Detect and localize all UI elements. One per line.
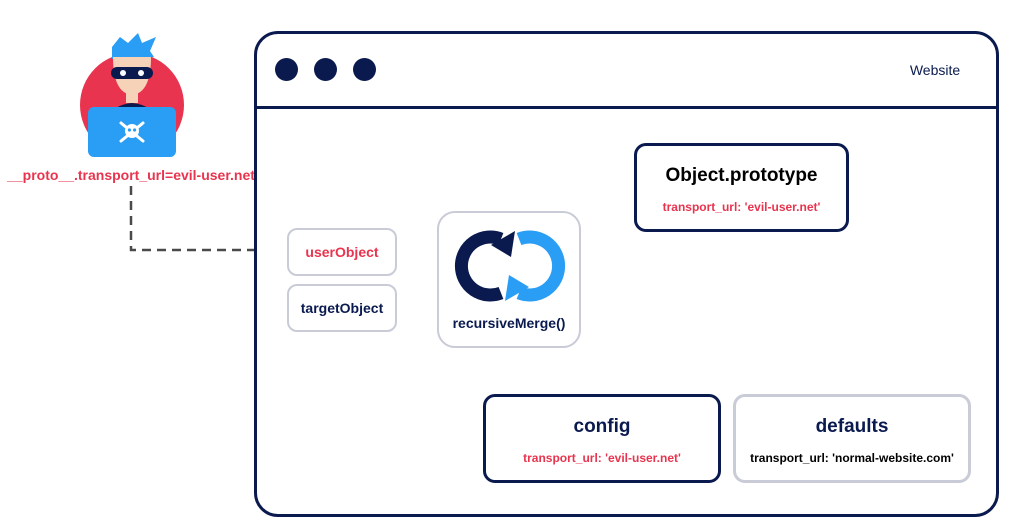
defaults-box: defaults transport_url: 'normal-website.… [733,394,971,483]
config-title: config [573,416,631,437]
prototype-title: Object.prototype [665,165,818,186]
target-object-box: targetObject [287,284,397,332]
titlebar-divider [256,106,998,109]
sync-arrows-icon [454,230,566,302]
window-title: Website [909,62,961,78]
defaults-title: defaults [815,416,889,437]
merge-label: recursiveMerge() [452,315,566,331]
prototype-value: transport_url: 'evil-user.net' [662,200,821,214]
attacker-avatar [78,33,186,159]
payload-text: __proto__.transport_url=evil-user.net [7,167,255,183]
config-value: transport_url: 'evil-user.net' [523,451,681,465]
skull-crossbones-icon [119,121,145,143]
hacker-avatar-icon [80,33,184,157]
defaults-value: transport_url: 'normal-website.com' [750,451,954,465]
payload-arrow [129,186,289,263]
user-object-box: userObject [287,228,397,276]
recursive-merge-box: recursiveMerge() [437,211,581,348]
window-dot-2 [314,58,337,81]
config-box: config transport_url: 'evil-user.net' [483,394,721,483]
window-dot-3 [353,58,376,81]
object-prototype-box: Object.prototype transport_url: 'evil-us… [634,143,849,232]
window-dot-1 [275,58,298,81]
